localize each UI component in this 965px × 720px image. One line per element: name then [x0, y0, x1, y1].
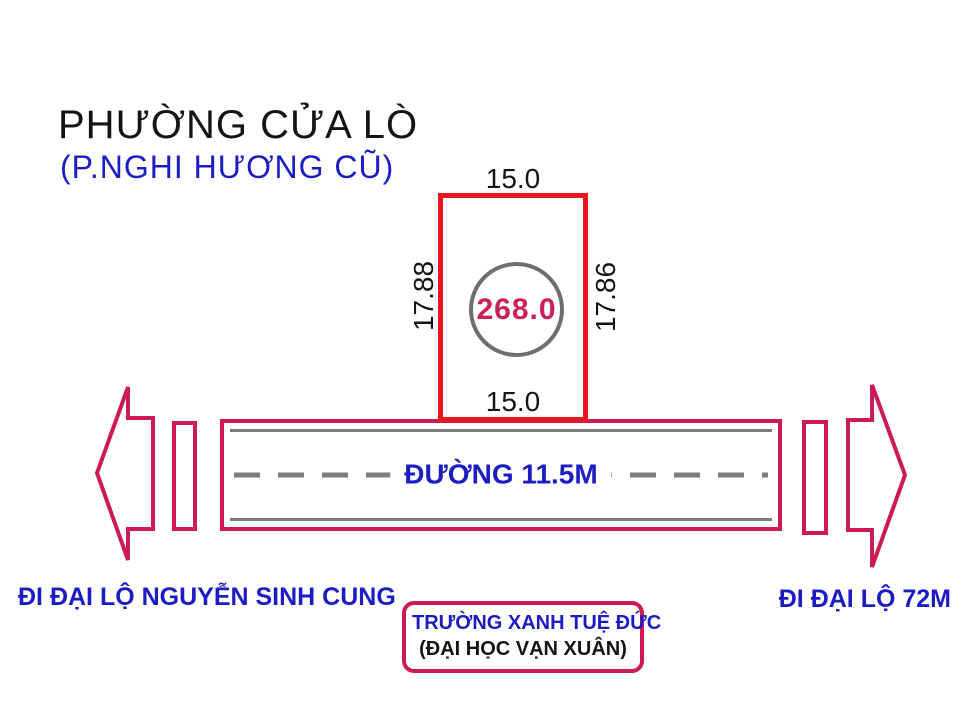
plot-dimension-right: 17.86	[590, 261, 621, 333]
plot-dimension-top: 15.0	[485, 163, 541, 194]
landmark-name: TRƯỜNG XANH TUỆ ĐỨC	[412, 612, 662, 634]
road-continuation-left	[172, 421, 197, 531]
road-continuation-right	[802, 420, 828, 535]
direction-label-right: ĐI ĐẠI LỘ 72M	[778, 585, 951, 613]
road-edge-line-bottom	[230, 518, 772, 521]
ward-title: PHƯỜNG CỬA LÒ	[58, 103, 419, 147]
road-edge-line-top	[230, 429, 772, 432]
direction-label-left: ĐI ĐẠI LỘ NGUYỄN SINH CUNG	[18, 583, 396, 611]
arrow-right-icon	[846, 384, 908, 568]
plot-dimension-left: 17.88	[408, 260, 439, 332]
plot-area-value: 268.0	[476, 292, 557, 326]
arrow-left-icon	[94, 386, 155, 561]
landmark-box: TRƯỜNG XANH TUỆ ĐỨC (ĐẠI HỌC VẠN XUÂN)	[402, 601, 662, 673]
road-name-label: ĐƯỜNG 11.5M	[390, 456, 612, 493]
plot-dimension-bottom: 15.0	[485, 386, 541, 417]
ward-subtitle: (P.NGHI HƯƠNG CŨ)	[60, 149, 395, 185]
road: ĐƯỜNG 11.5M	[220, 419, 782, 531]
landmark-subname: (ĐẠI HỌC VẠN XUÂN)	[419, 638, 627, 660]
plot-area-circle: 268.0	[469, 262, 564, 357]
